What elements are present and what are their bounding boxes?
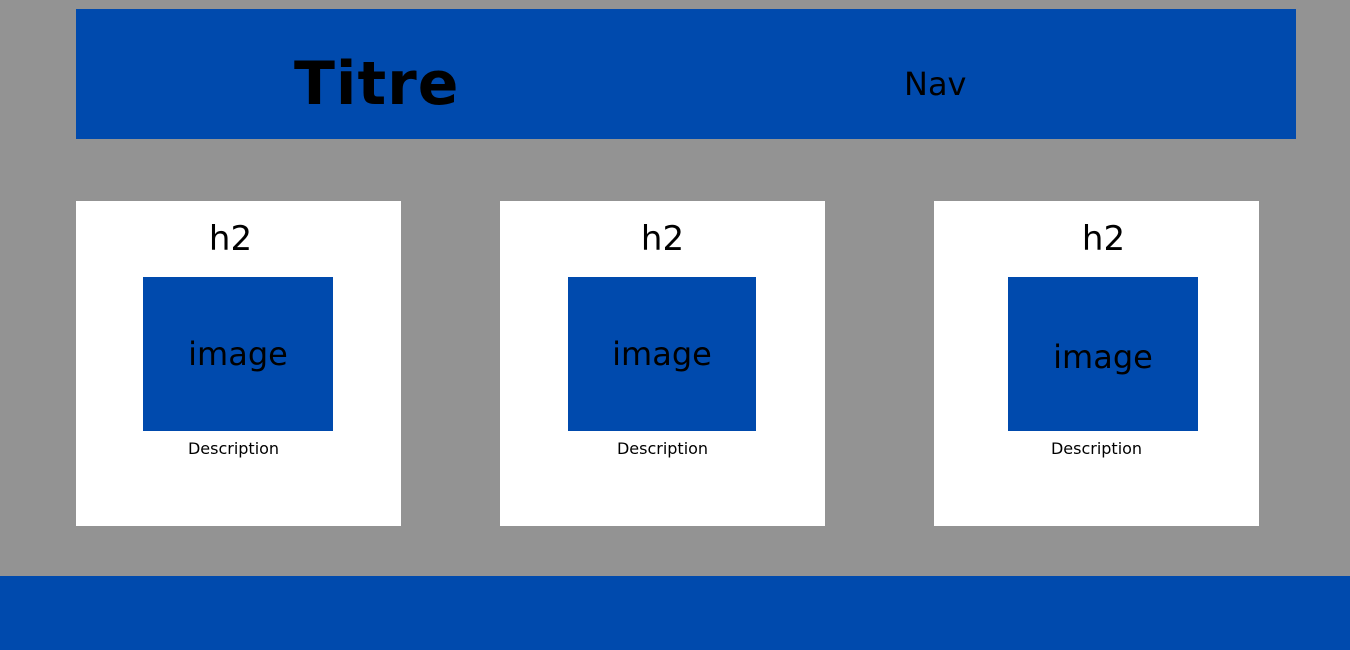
card-1: h2 image Description xyxy=(76,201,401,526)
card-image-placeholder: image xyxy=(143,277,333,431)
card-image-label: image xyxy=(612,335,712,373)
card-heading: h2 xyxy=(208,219,253,259)
card-3: h2 image Description xyxy=(934,201,1259,526)
header-bar: Titre Nav xyxy=(76,9,1296,139)
card-image-label: image xyxy=(188,335,288,373)
card-description: Description xyxy=(1050,439,1143,458)
card-heading: h2 xyxy=(640,219,685,259)
card-image-placeholder: image xyxy=(1008,277,1198,431)
nav-placeholder[interactable]: Nav xyxy=(904,65,967,103)
footer-bar xyxy=(0,576,1350,650)
card-heading: h2 xyxy=(1081,219,1126,259)
card-description: Description xyxy=(616,439,709,458)
page-title: Titre xyxy=(294,49,460,119)
card-image-label: image xyxy=(1053,338,1153,376)
card-description: Description xyxy=(187,439,280,458)
card-image-placeholder: image xyxy=(568,277,756,431)
card-2: h2 image Description xyxy=(500,201,825,526)
